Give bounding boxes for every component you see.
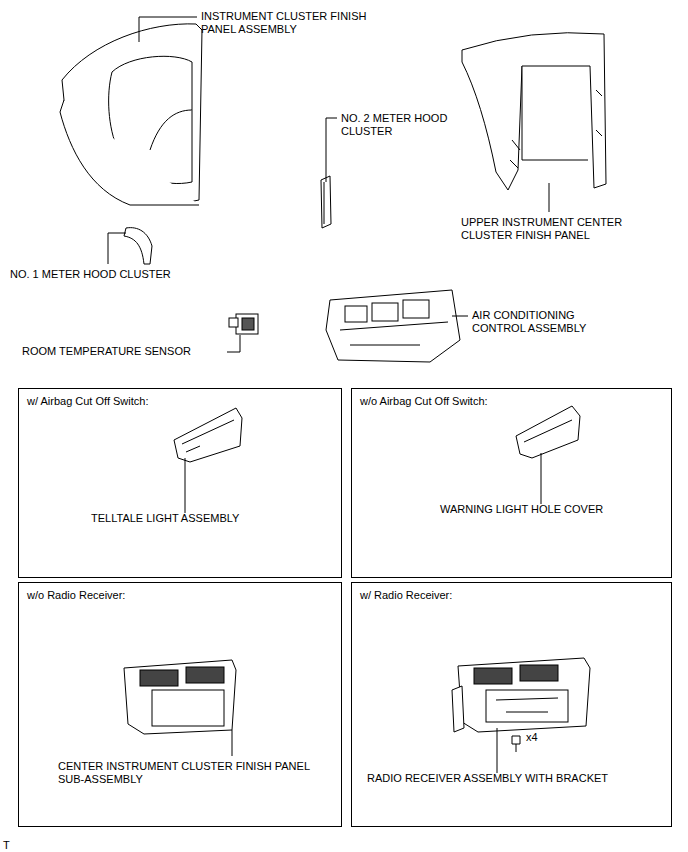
sensor-body [236,314,258,334]
no1-meter-hood [124,228,152,264]
part-name: NO. 1 METER HOOD CLUSTER [10,268,171,281]
ac-display-2 [372,303,398,321]
leader-line [452,316,468,317]
ac-control-assembly [326,290,460,362]
part-name: TELLTALE LIGHT ASSEMBLY [91,512,239,525]
ac-display-3 [403,300,429,318]
telltale-detail [182,420,234,452]
hood-piece-edge [324,182,325,224]
no2-meter-hood [321,176,331,228]
leader-lines [108,17,549,773]
leader-line [497,728,498,773]
frame-detail [510,90,602,168]
radio-face [486,690,568,722]
ac-lower [340,322,448,345]
part-name: AIR CONDITIONING CONTROL ASSEMBLY [472,309,602,335]
vent-left [140,670,178,686]
leader-line [549,183,550,212]
panel-opening-arc [150,110,192,150]
bracket [452,686,464,732]
part-name: ROOM TEMPERATURE SENSOR [22,345,191,358]
leader-line [185,458,186,513]
box-heading: w/ Radio Receiver: [360,589,452,602]
figure-code: T [3,839,10,852]
part-name: INSTRUMENT CLUSTER FINISH PANEL ASSEMBLY [201,10,371,36]
variant-box: w/o Airbag Cut Off Switch: WARNING LIGHT … [351,388,672,578]
leader-line [232,730,233,756]
vent-right [186,667,224,683]
frame-inner [522,66,588,160]
sensor-connector [229,318,238,327]
cover-detail [524,420,572,442]
instrument-cluster-finish-panel [60,24,202,205]
box-heading: w/o Radio Receiver: [27,589,125,602]
upper-center-finish-panel [462,33,606,190]
frame-outline [462,33,606,190]
variant-box: w/ Airbag Cut Off Switch: TELLTALE LIGHT … [18,388,342,578]
hood-piece [321,176,331,228]
leader-line [139,17,197,42]
warning-light-hole-cover [516,406,580,458]
radio-receiver [452,658,590,752]
part-name: CENTER INSTRUMENT CLUSTER FINISH PANEL S… [58,760,338,786]
quantity-note: x4 [526,731,538,744]
center-cluster-finish-panel [124,660,236,734]
room-temperature-sensor [229,314,258,334]
part-name: RADIO RECEIVER ASSEMBLY WITH BRACKET [367,772,608,785]
center-panel-opening [152,690,224,726]
radio-outline [458,658,590,732]
vent-right-r [520,665,558,681]
ac-display-1 [345,306,367,322]
ac-body [326,290,460,362]
vent-left-r [474,668,512,684]
telltale-light [174,408,242,462]
leader-line [227,335,240,352]
box-heading: w/o Airbag Cut Off Switch: [360,395,488,408]
telltale-body [174,408,242,462]
center-panel-outline [124,660,236,734]
leader-line [108,233,126,264]
variant-box: w/o Radio Receiver: CENTER INSTRUMENT CLU… [18,582,342,827]
part-name: UPPER INSTRUMENT CENTER CLUSTER FINISH P… [461,216,653,242]
variant-box: w/ Radio Receiver: x4RADIO RECEIVER ASSEM… [351,582,672,827]
leader-line [326,118,337,182]
part-name: WARNING LIGHT HOLE COVER [440,503,603,516]
radio-slot [496,698,558,712]
sensor-face [242,318,254,330]
bolt [512,736,520,752]
part-name: NO. 2 METER HOOD CLUSTER [341,112,469,138]
hood-strip [124,228,152,264]
leader-line [541,453,542,504]
cover-body [516,406,580,458]
box-heading: w/ Airbag Cut Off Switch: [27,395,148,408]
panel-lip [60,100,199,205]
